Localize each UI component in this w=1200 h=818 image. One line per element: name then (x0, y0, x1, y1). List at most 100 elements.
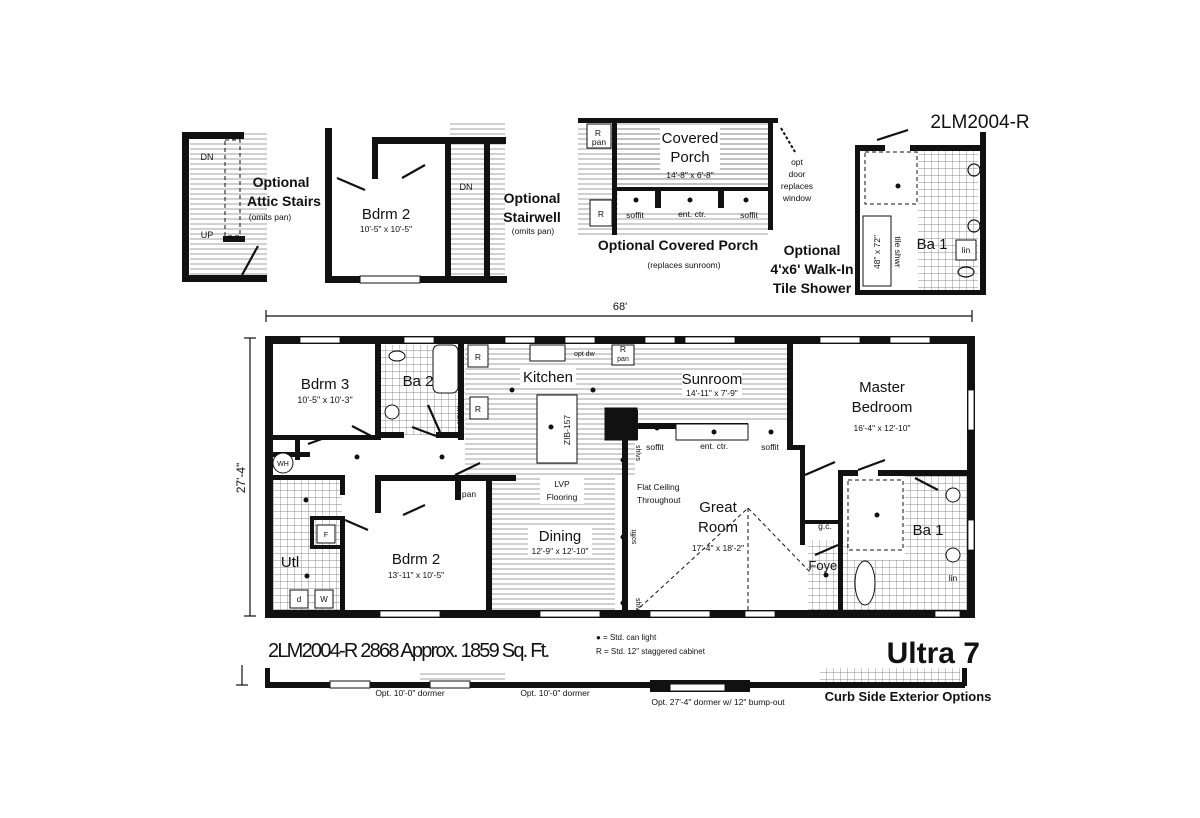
cabinet-label: R (475, 404, 481, 414)
door-note: replaces (781, 181, 813, 191)
attic-stairs-note: (omits pan) (249, 212, 292, 222)
cabinet-label: R (619, 425, 625, 435)
ba2-label: Ba 2 (403, 373, 434, 390)
model-code: 2LM2004-R (930, 112, 1029, 133)
main-floor-plan: Bdrm 3 10'-5" x 10'-3" Ba 2 linen R R R … (265, 336, 975, 618)
toilet (388, 350, 406, 362)
washer-label: W (320, 595, 328, 604)
washer (314, 589, 334, 609)
bathtub (432, 344, 459, 394)
room-label: Covered (662, 130, 719, 147)
depth-dimension: 27'-4" (234, 337, 256, 617)
linen-label: linen (455, 406, 465, 424)
stairwell-title: Stairwell (503, 209, 561, 225)
covered-porch-option: R pan R Covered Porch 14'-8" x 6'-8" sof… (578, 118, 813, 270)
door-note: window (782, 193, 812, 203)
dormer-option-label: Opt. 10'-0" dormer (520, 688, 590, 698)
ent-ctr-label: ent. ctr. (678, 209, 706, 219)
sunroom-label: Sunroom (682, 371, 743, 388)
sink (384, 404, 400, 420)
master-dims: 16'-4" x 12'-10" (853, 423, 910, 433)
linen-label: lin (962, 245, 971, 255)
pan-label: pan (462, 489, 476, 499)
soffit-label: soffit (761, 442, 779, 452)
walk-in-shower-option: 48" x 72" tile shwr Ba 1 lin Optional 4'… (770, 128, 986, 296)
utility-label: Utl (281, 554, 299, 571)
dining-dims: 12'-9" x 12'-10" (531, 546, 588, 556)
dormer-option-label: Opt. 10'-0" dormer (375, 688, 445, 698)
dn-label: DN (460, 182, 473, 192)
bdrm2-dims: 13'-11" x 10'-5" (388, 570, 444, 580)
attic-stairs-title: Optional (253, 174, 310, 190)
attic-stairs-title: Attic Stairs (247, 193, 321, 209)
shower-title: Optional (784, 242, 841, 258)
up-label: UP (201, 230, 214, 240)
bdrm2-label: Bdrm 2 (392, 551, 440, 568)
kitchen-island (536, 394, 578, 464)
dn-label: DN (201, 152, 214, 162)
soffit-label: soffit (626, 210, 644, 220)
great-room-label: Room (698, 519, 738, 536)
cabinet-label: R (620, 344, 626, 354)
room-dims: 10'-5" x 10'-5" (360, 224, 412, 234)
bdrm3-dims: 10'-5" x 10'-3" (297, 395, 352, 405)
room-label: Ba 1 (917, 236, 948, 253)
stairwell-option: DN Bdrm 2 10'-5" x 10'-5" Optional Stair… (325, 120, 561, 284)
exterior-options-strip: Opt. 10'-0" dormer Opt. 10'-0" dormer Op… (236, 665, 991, 707)
covered-porch-title: Optional Covered Porch (598, 237, 758, 253)
width-label: 68' (613, 301, 627, 313)
water-heater (272, 452, 294, 474)
ent-ctr-label: ent. ctr. (700, 441, 728, 451)
tub (854, 560, 876, 606)
shelves-label: shlvs (634, 445, 641, 461)
furnace-label: F (324, 532, 328, 539)
great-room-dims: 17'-4" x 18'-2" (692, 543, 744, 553)
bdrm3-label: Bdrm 3 (301, 376, 349, 393)
pan-label: pan (592, 137, 606, 147)
island-label: ZIB-157 (562, 415, 572, 446)
furnace (316, 524, 336, 544)
width-dimension: 68' (265, 301, 973, 322)
linen-label: lin (949, 573, 958, 583)
depth-label: 27'-4" (234, 463, 248, 494)
room-label: Bdrm 2 (362, 206, 410, 223)
soffit-label: soffit (740, 210, 758, 220)
master-label: Bedroom (852, 399, 913, 416)
flooring-label: LVP (554, 479, 570, 489)
room-label: Porch (670, 149, 709, 166)
gc-label: g.c. (818, 521, 832, 531)
sunroom-dims: 14'-11" x 7'-9" (686, 388, 738, 398)
plan-summary: 2LM2004-R 2868 Approx. 1859 Sq. Ft. (268, 640, 550, 662)
water-heater-label: WH (277, 461, 289, 468)
cabinet-label: R (475, 352, 481, 362)
great-room-label: Great (699, 499, 737, 516)
door-note: door (788, 169, 805, 179)
foyer-label: Foyer (808, 558, 842, 573)
shelves-label: shlvs (634, 598, 641, 614)
opt-dw-label: opt dw (574, 351, 596, 358)
ceiling-note: Flat Ceiling (637, 482, 680, 492)
dryer (289, 589, 309, 609)
shower-title: 4'x6' Walk-In (770, 261, 853, 277)
soffit-label: soffit (646, 442, 664, 452)
stairwell-note: (omits pan) (512, 226, 555, 236)
legend-can-light: ● = Std. can light (596, 633, 657, 642)
dryer-label: d (297, 595, 301, 604)
covered-porch-note: (replaces sunroom) (647, 260, 720, 270)
room-dims: 14'-8" x 6'-8" (666, 170, 714, 180)
shower-label: tile shwr (893, 236, 903, 267)
ceiling-note: Throughout (637, 495, 681, 505)
legend-cabinet: R = Std. 12" staggered cabinet (596, 647, 706, 656)
flooring-label: Flooring (547, 492, 578, 502)
can-lights (303, 387, 880, 606)
kitchen-sink (529, 344, 566, 362)
master-label: Master (859, 379, 905, 396)
dormer-option-label: Opt. 27'-4" dormer w/ 12" bump-out (651, 697, 785, 707)
dining-label: Dining (539, 528, 582, 545)
cabinet-label: R (595, 128, 601, 138)
kitchen-label: Kitchen (523, 369, 573, 386)
shower-size: 48" x 72" (872, 235, 882, 269)
pan-label: pan (617, 356, 629, 363)
ba1-label: Ba 1 (913, 522, 944, 539)
